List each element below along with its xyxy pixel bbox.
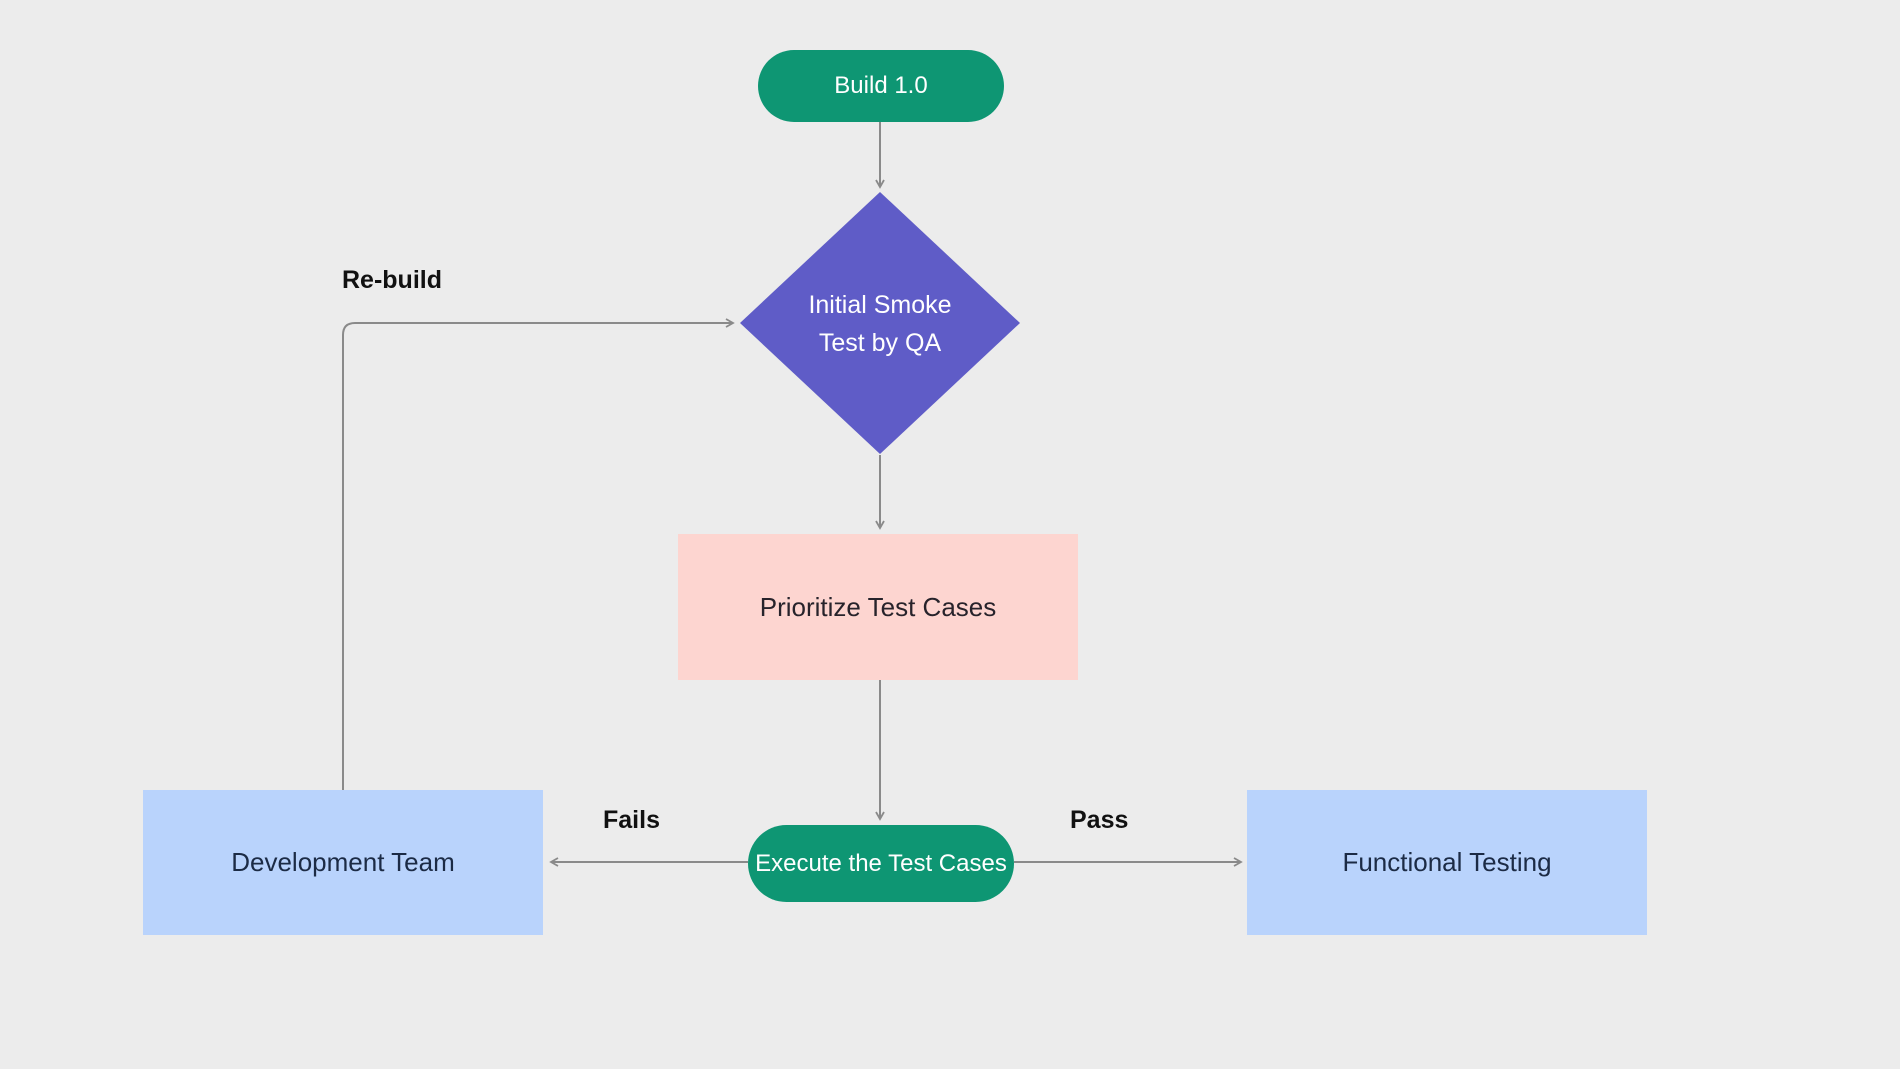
node-functional-testing-label: Functional Testing bbox=[1342, 847, 1552, 877]
edge-label-pass: Pass bbox=[1070, 806, 1129, 834]
edge-dev-team-to-smoke-test-rebuild bbox=[342, 318, 735, 790]
node-execute-test-cases: Execute the Test Cases bbox=[748, 825, 1014, 902]
node-execute-test-cases-label: Execute the Test Cases bbox=[755, 849, 1007, 877]
edge-label-rebuild: Re-build bbox=[342, 266, 442, 294]
node-development-team-label: Development Team bbox=[231, 847, 455, 877]
node-development-team: Development Team bbox=[143, 790, 543, 935]
node-prioritize-test-cases: Prioritize Test Cases bbox=[678, 534, 1078, 680]
node-build-1-0-label: Build 1.0 bbox=[834, 72, 928, 99]
node-functional-testing: Functional Testing bbox=[1247, 790, 1647, 935]
edge-label-fails: Fails bbox=[603, 806, 660, 834]
decision-diamond-shape bbox=[740, 192, 1020, 454]
node-initial-smoke-test-label: Initial Smoke Test by QA bbox=[808, 291, 952, 357]
node-prioritize-test-cases-label: Prioritize Test Cases bbox=[759, 591, 997, 622]
node-build-1-0: Build 1.0 bbox=[758, 50, 1004, 122]
